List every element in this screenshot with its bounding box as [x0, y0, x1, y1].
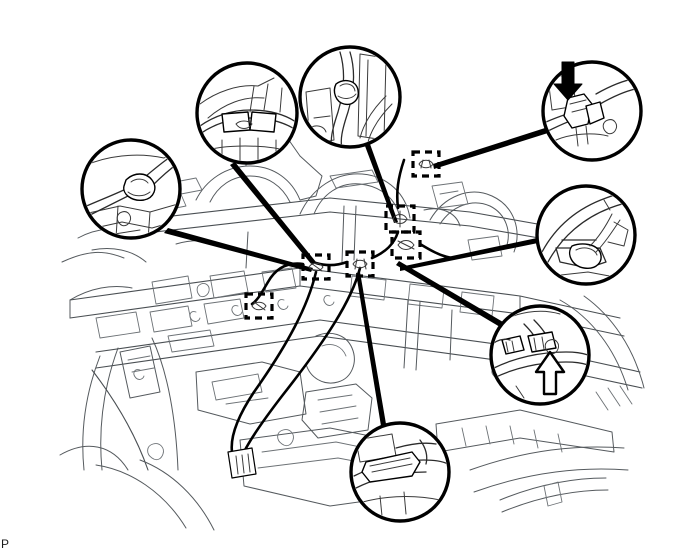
marker-5	[301, 253, 331, 281]
location-markers	[244, 150, 441, 320]
marker-3	[390, 230, 422, 260]
callout-top-left	[195, 61, 299, 165]
wire-harness	[227, 158, 454, 479]
figure-corner-label: P	[1, 537, 10, 551]
leader-line-bottom-right	[396, 261, 503, 327]
callout-top-center	[298, 45, 402, 149]
leader-lines	[164, 128, 548, 426]
leader-line-bottom	[356, 272, 386, 426]
leader-line-right	[400, 238, 538, 271]
leader-line-top-center	[365, 144, 398, 223]
callout-right	[535, 184, 637, 286]
marker-2	[384, 204, 416, 234]
marker-6	[244, 292, 274, 320]
leader-line-left	[164, 228, 313, 272]
callout-left	[80, 138, 182, 240]
leader-line-top-right	[433, 128, 548, 169]
solid-down-arrow	[553, 61, 583, 101]
leader-line-top-left	[230, 162, 316, 265]
callout-top-right	[541, 60, 643, 162]
marker-4	[345, 250, 375, 278]
marker-1	[411, 150, 441, 178]
callout-bottom-right	[489, 304, 591, 406]
open-up-arrow	[534, 350, 566, 396]
callout-bottom	[349, 421, 451, 523]
harness-connector	[227, 447, 257, 479]
